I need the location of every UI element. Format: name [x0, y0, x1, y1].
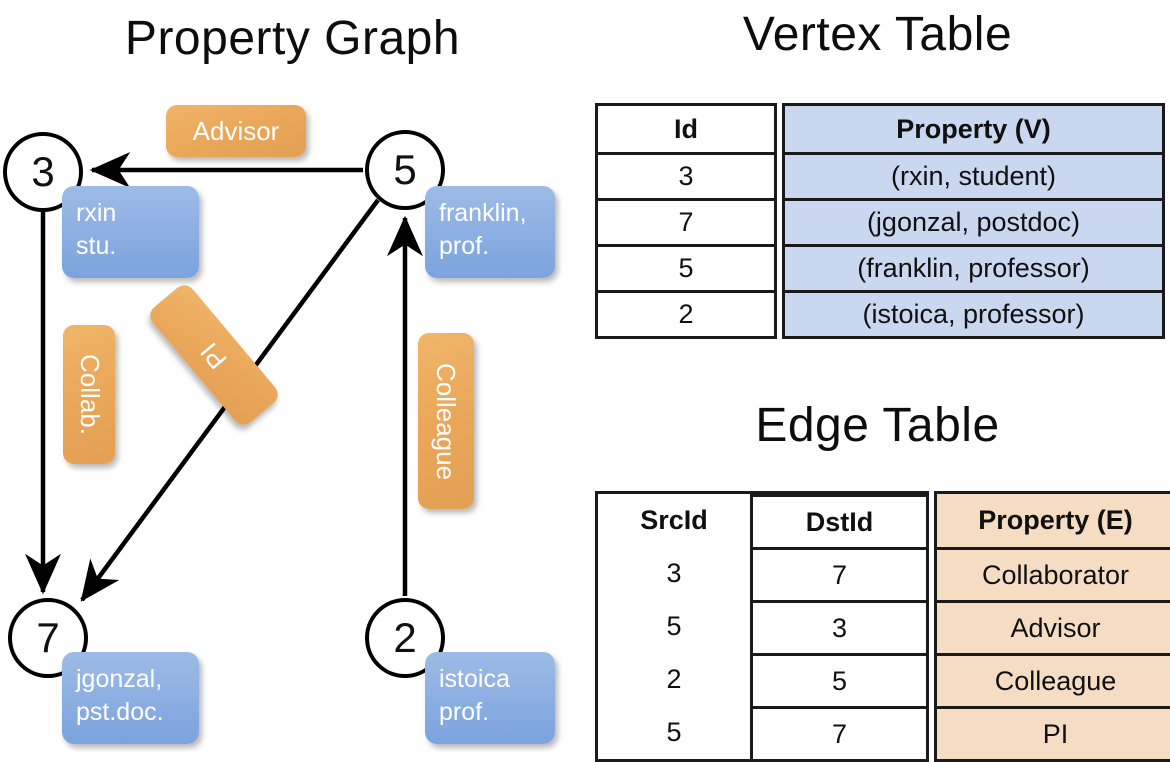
- vertex-table-cell-id-2: 5: [598, 244, 774, 290]
- vertex-table-property-column: Property (V) (rxin, student) (jgonzal, p…: [782, 103, 1165, 339]
- vertex-property-box-2: istoica prof.: [425, 652, 555, 744]
- edge-table-row: 5 7: [598, 706, 926, 759]
- vertex-table-cell-id-3: 2: [598, 290, 774, 336]
- edge-table-row: 2 5: [598, 653, 926, 706]
- edge-table-cell-property-2: Colleague: [937, 653, 1170, 706]
- graph-node-5-label: 5: [393, 146, 417, 193]
- edge-label-pi-text: PI: [194, 336, 234, 375]
- edge-table-cell-dst-0: 7: [753, 547, 926, 600]
- vertex-property-box-5-line2: prof.: [439, 232, 490, 260]
- vertex-property-box-5-line1: franklin,: [439, 199, 527, 227]
- edge-table-cell-src-3: 5: [598, 706, 753, 759]
- edge-label-colleague: Colleague: [418, 333, 474, 509]
- graph-node-7-label: 7: [36, 614, 60, 661]
- vertex-table-header-id: Id: [674, 113, 698, 144]
- edge-table-cell-property-1: Advisor: [937, 600, 1170, 653]
- edge-table-src-dst-block: SrcId DstId 3 7 5 3 2 5 5 7: [595, 491, 929, 762]
- vertex-property-box-2-line1: istoica: [439, 665, 510, 693]
- vertex-property-box-3: rxin stu.: [62, 186, 199, 278]
- graph-node-2[interactable]: 2: [365, 598, 445, 678]
- vertex-property-box-3-line1: rxin: [76, 199, 117, 227]
- edge-table-cell-property-3: PI: [937, 706, 1170, 759]
- vertex-table-cell-property-3: (istoica, professor): [785, 290, 1162, 336]
- edge-table-cell-src-2: 2: [598, 653, 753, 706]
- edge-table-header-property: Property (E): [937, 494, 1170, 547]
- property-graph-panel: Property Graph 3 5 7 2: [0, 0, 585, 760]
- edge-label-colleague-text: Colleague: [431, 362, 462, 480]
- vertex-table-cell-id-1: 7: [598, 198, 774, 244]
- edge-label-advisor: Advisor: [166, 105, 306, 157]
- vertex-table-cell-property-2: (franklin, professor): [785, 244, 1162, 290]
- edge-table-property-column: Property (E) Collaborator Advisor Collea…: [934, 491, 1170, 762]
- graph-node-3-label: 3: [31, 148, 55, 195]
- vertex-table-header-property: Property (V): [785, 106, 1162, 152]
- vertex-property-box-7-line1: jgonzal,: [76, 665, 163, 693]
- vertex-table-id-column: Id 3 7 5 2: [595, 103, 777, 339]
- edge-table-cell-src-1: 5: [598, 600, 753, 653]
- edge-table-cell-dst-1: 3: [753, 600, 926, 653]
- vertex-property-box-7-line2: pst.doc.: [76, 698, 164, 726]
- vertex-table-cell-id-0: 3: [598, 152, 774, 198]
- edge-table-row: 3 7: [598, 547, 926, 600]
- edge-label-collab-text: Collab.: [74, 354, 105, 435]
- edge-table: SrcId DstId 3 7 5 3 2 5 5 7 Property (E)…: [595, 491, 1170, 762]
- edge-table-cell-property-0: Collaborator: [937, 547, 1170, 600]
- vertex-property-box-7: jgonzal, pst.doc.: [62, 652, 199, 744]
- page-title-vertex-table: Vertex Table: [742, 8, 1013, 61]
- page-title-property-graph: Property Graph: [124, 12, 461, 65]
- edge-label-advisor-text: Advisor: [192, 115, 280, 146]
- edge-label-collab: Collab.: [63, 325, 115, 464]
- edge-table-header-row: SrcId DstId: [598, 494, 926, 547]
- graph-node-5[interactable]: 5: [365, 130, 445, 210]
- edge-table-cell-dst-2: 5: [753, 653, 926, 706]
- edge-table-row: 5 3: [598, 600, 926, 653]
- edge-table-header-srcid: SrcId: [598, 494, 753, 547]
- graph-node-2-label: 2: [393, 614, 417, 661]
- edge-table-cell-dst-3: 7: [753, 706, 926, 759]
- vertex-table-cell-property-1: (jgonzal, postdoc): [785, 198, 1162, 244]
- vertex-table: Id 3 7 5 2 Property (V) (rxin, student) …: [595, 103, 1165, 339]
- page-title-edge-table: Edge Table: [755, 399, 1000, 452]
- vertex-property-box-2-line2: prof.: [439, 698, 490, 726]
- vertex-table-cell-property-0: (rxin, student): [785, 152, 1162, 198]
- edge-table-cell-src-0: 3: [598, 547, 753, 600]
- vertex-property-box-3-line2: stu.: [76, 232, 117, 260]
- edge-table-header-dstid: DstId: [753, 494, 926, 547]
- vertex-property-box-5: franklin, prof.: [425, 186, 555, 278]
